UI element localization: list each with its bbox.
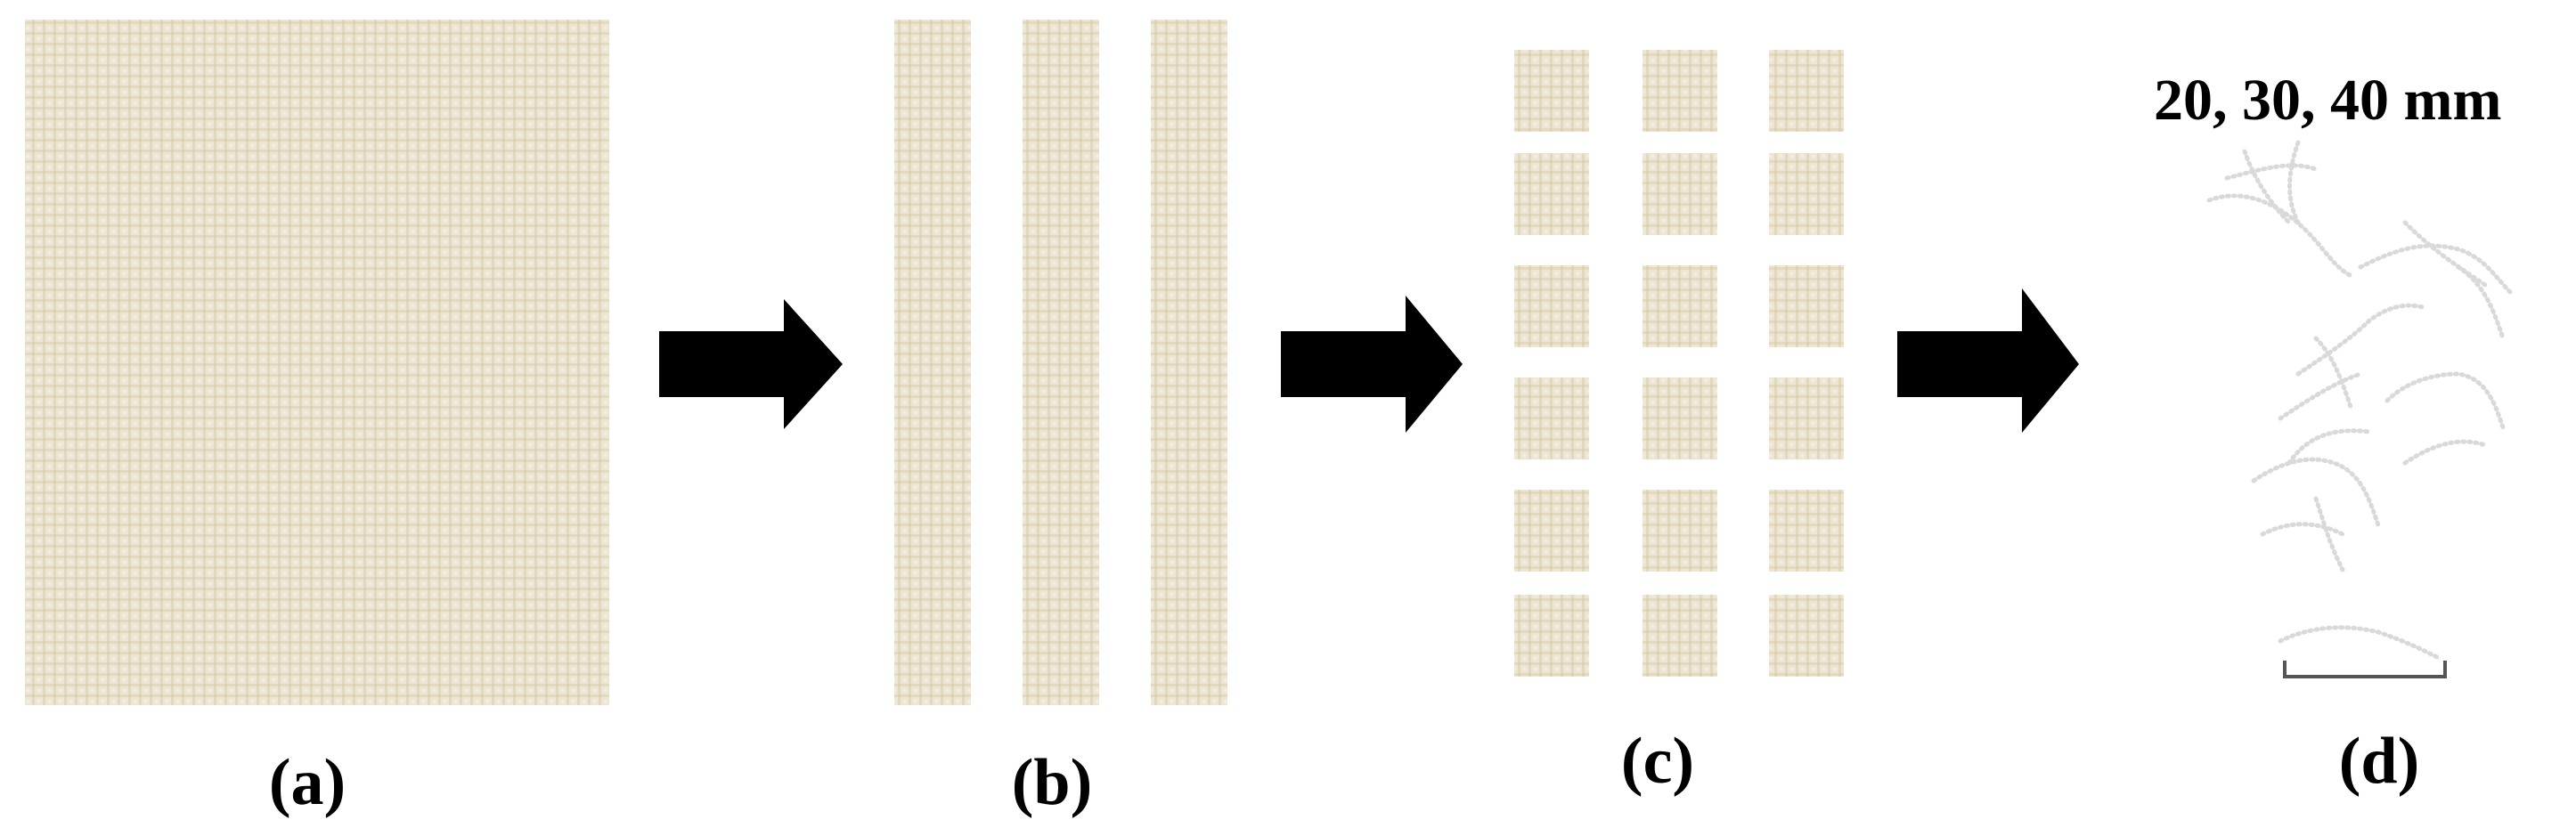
fiber-length-text: 20, 30, 40 mm (2154, 68, 2502, 133)
fabric-strip (894, 20, 971, 705)
fiber-fragments (2206, 140, 2515, 661)
scale-bar (2283, 661, 2447, 678)
fabric-squares-grid (1514, 50, 1844, 677)
fabric-square (1514, 265, 1589, 347)
fabric-strip (1023, 20, 1099, 705)
fabric-square (1769, 50, 1844, 132)
fabric-square (1643, 490, 1717, 572)
fabric-square (1769, 153, 1844, 235)
fabric-square (1514, 377, 1589, 459)
fiber-fragment (2456, 264, 2506, 341)
fiber-fragment (2295, 303, 2425, 377)
fiber-fragment (2402, 220, 2488, 288)
fiber-fragment (2402, 439, 2488, 466)
fabric-square (1514, 50, 1589, 132)
fiber-fragment (2224, 163, 2319, 181)
right-arrow-icon (1281, 296, 1463, 433)
fabric-square (1643, 265, 1717, 347)
right-arrow-icon (1897, 288, 2079, 433)
fiber-fragment (2242, 149, 2292, 225)
fiber-fragment (2313, 496, 2345, 572)
fiber-fragment (2313, 336, 2354, 412)
fabric-square (1643, 377, 1717, 459)
fiber-fragment (2251, 457, 2381, 528)
panel-label-c: (c) (1620, 725, 1695, 798)
fiber-fragment (2287, 428, 2372, 466)
panel-label-a: (a) (268, 746, 346, 819)
fiber-fragment (2287, 140, 2301, 225)
whole-fabric-sample (25, 20, 609, 705)
fabric-square (1514, 153, 1589, 235)
fabric-square (1643, 595, 1717, 677)
fabric-square (1643, 50, 1717, 132)
fabric-square (1769, 490, 1844, 572)
fiber-fragment (2278, 371, 2363, 421)
right-arrow-icon (659, 299, 843, 429)
fabric-strips (894, 20, 1227, 705)
fiber-fragment (2278, 625, 2443, 661)
panel-label-d: (d) (2338, 725, 2420, 798)
fabric-square (1769, 595, 1844, 677)
fabric-square (1514, 490, 1589, 572)
fiber-fragment (2206, 193, 2354, 279)
fiber-fragment (2260, 522, 2345, 537)
fabric-strip (1151, 20, 1227, 705)
fiber-fragment (2384, 371, 2506, 430)
panel-label-b: (b) (1011, 746, 1093, 819)
fabric-square (1514, 595, 1589, 677)
fiber-fragment (2358, 243, 2515, 296)
fabric-square (1769, 377, 1844, 459)
fabric-square (1643, 153, 1717, 235)
fabric-square (1769, 265, 1844, 347)
